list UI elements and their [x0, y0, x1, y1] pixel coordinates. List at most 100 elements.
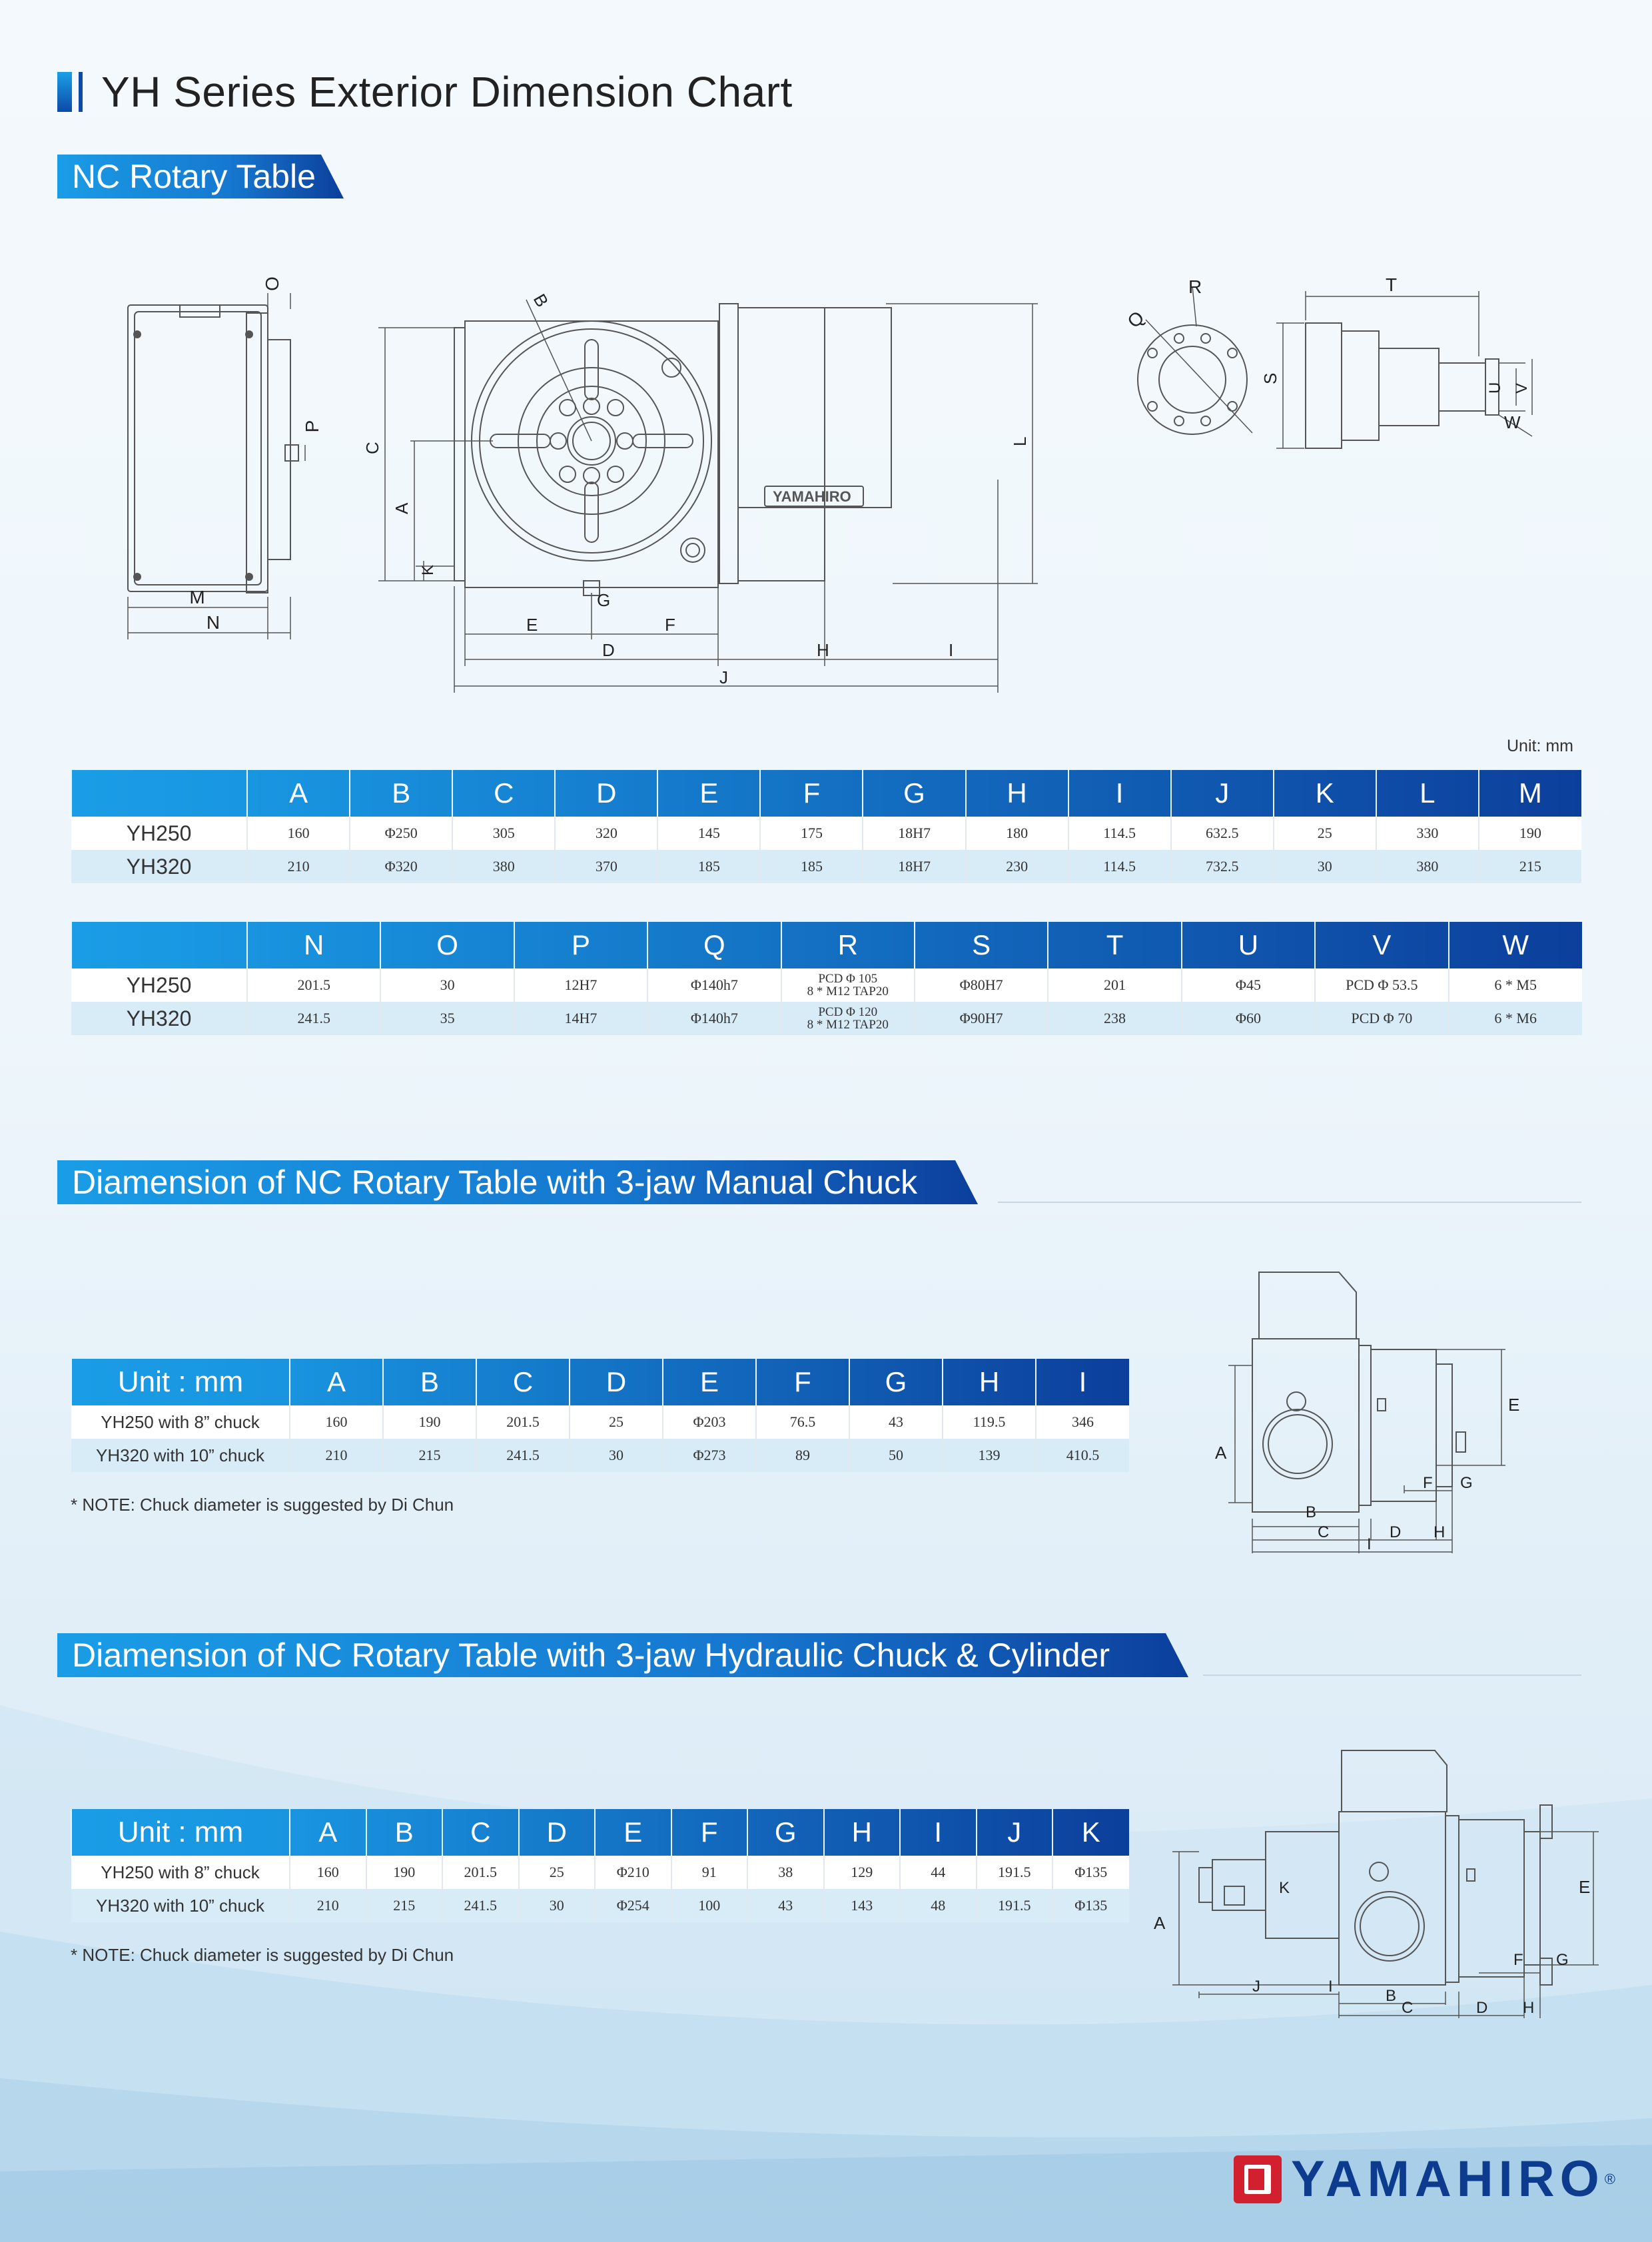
table-cell: Φ140h7 [647, 1002, 781, 1035]
table-cell: 241.5 [246, 1002, 381, 1035]
table-cell: 190 [1477, 817, 1581, 850]
table-cell: Φ273 [662, 1439, 756, 1472]
svg-text:A: A [1215, 1443, 1227, 1463]
table-cell: 30 [518, 1889, 595, 1922]
row-label: YH320 with 10” chuck [71, 1889, 290, 1922]
table-cell: 30 [1272, 850, 1376, 883]
table-header-cell: W [1447, 922, 1582, 968]
table-cell: 114.5 [1067, 850, 1171, 883]
svg-text:F: F [1423, 1474, 1433, 1492]
table-cell: 201.5 [246, 968, 381, 1002]
table-cell: 210 [289, 1889, 366, 1922]
table-cell: Φ254 [594, 1889, 671, 1922]
svg-text:V: V [1513, 383, 1531, 394]
table-cell: 632.5 [1170, 817, 1274, 850]
svg-text:Q: Q [1123, 307, 1148, 332]
table-header-cell: K [1052, 1809, 1129, 1856]
table-header-cell: J [1170, 770, 1274, 817]
table-header-cell: E [594, 1809, 671, 1856]
table-cell: Φ60 [1180, 1002, 1316, 1035]
svg-text:C: C [1402, 1999, 1413, 2017]
table-cell: 25 [1272, 817, 1376, 850]
table-cell: 145 [657, 817, 761, 850]
table-header-cell: N [246, 922, 381, 968]
svg-text:H: H [1434, 1523, 1445, 1541]
svg-text:I: I [1367, 1535, 1372, 1553]
svg-text:A: A [392, 502, 412, 514]
table-cell: 30 [569, 1439, 663, 1472]
table-header-cell: R [780, 922, 915, 968]
svg-text:B: B [1306, 1503, 1316, 1521]
table-cell: Φ135 [1052, 1889, 1129, 1922]
cell-line: 8 * M12 TAP20 [807, 1018, 889, 1032]
table-cell: 185 [759, 850, 863, 883]
row-label: YH250 with 8” chuck [71, 1405, 290, 1439]
chuck-note: * NOTE: Chuck diameter is suggested by D… [71, 1945, 454, 1965]
table-cell: 100 [670, 1889, 747, 1922]
table-header-cell: G [862, 770, 966, 817]
svg-text:S: S [1260, 373, 1280, 384]
side-view-drawing: O P M N [127, 276, 322, 639]
table-cell: 6 * M6 [1447, 1002, 1582, 1035]
table-cell: 50 [849, 1439, 943, 1472]
table-cell: Φ80H7 [913, 968, 1048, 1002]
table-header-cell: F [670, 1809, 747, 1856]
section-tab-hydraulic-chuck: Diamension of NC Rotary Table with 3-jaw… [57, 1633, 1188, 1677]
table-header-cell: I [1067, 770, 1171, 817]
svg-text:U: U [1486, 382, 1504, 394]
table-header-cell: F [759, 770, 863, 817]
svg-text:B: B [1386, 1987, 1396, 2005]
table-cell: 14H7 [513, 1002, 648, 1035]
svg-text:L: L [1010, 437, 1030, 446]
svg-text:I: I [949, 640, 953, 660]
section-tab-manual-chuck: Diamension of NC Rotary Table with 3-jaw… [57, 1160, 978, 1204]
row-label: YH320 with 10” chuck [71, 1439, 290, 1472]
table-cell: 38 [747, 1856, 824, 1889]
table-header-cell: H [965, 770, 1068, 817]
svg-text:D: D [1476, 1999, 1487, 2017]
table-cell: 215 [365, 1889, 442, 1922]
table-cell: 139 [942, 1439, 1036, 1472]
section-divider [998, 1202, 1581, 1203]
table-cell: 215 [382, 1439, 476, 1472]
table-cell: 210 [246, 850, 350, 883]
table-header-cell: D [554, 770, 658, 817]
svg-text:YAMAHIRO: YAMAHIRO [773, 488, 851, 505]
table-cell: 238 [1047, 1002, 1182, 1035]
table-header-cell: K [1272, 770, 1376, 817]
table-cell: 201 [1047, 968, 1182, 1002]
svg-text:B: B [530, 290, 553, 310]
table-cell: 185 [657, 850, 761, 883]
svg-text:J: J [719, 667, 728, 687]
table-header-corner [71, 922, 247, 968]
svg-text:E: E [526, 615, 538, 635]
table-header-cell: C [442, 1809, 519, 1856]
svg-text:D: D [602, 640, 615, 660]
cell-line: PCD Φ 120 [818, 1005, 878, 1019]
table-cell: 230 [965, 850, 1068, 883]
front-view-drawing: YAMAHIRO B C A K G E F D H I J L [362, 290, 1038, 693]
svg-text:D: D [1390, 1523, 1401, 1541]
table-header-corner [70, 770, 248, 817]
table-cell: Φ90H7 [913, 1002, 1048, 1035]
table-cell: 43 [747, 1889, 824, 1922]
table-cell: Φ250 [349, 817, 453, 850]
svg-text:F: F [665, 615, 675, 635]
manual-chuck-drawing: E A F G B D H C I [1215, 1272, 1519, 1553]
table-header-cell: E [657, 770, 761, 817]
table-cell: 119.5 [942, 1405, 1036, 1439]
table-header-cell: C [476, 1359, 570, 1405]
svg-text:H: H [817, 640, 829, 660]
table-cell: 25 [518, 1856, 595, 1889]
table-cell: 114.5 [1067, 817, 1171, 850]
table-cell: 91 [670, 1856, 747, 1889]
table-cell: 380 [1375, 850, 1479, 883]
table-header-cell: B [349, 770, 453, 817]
